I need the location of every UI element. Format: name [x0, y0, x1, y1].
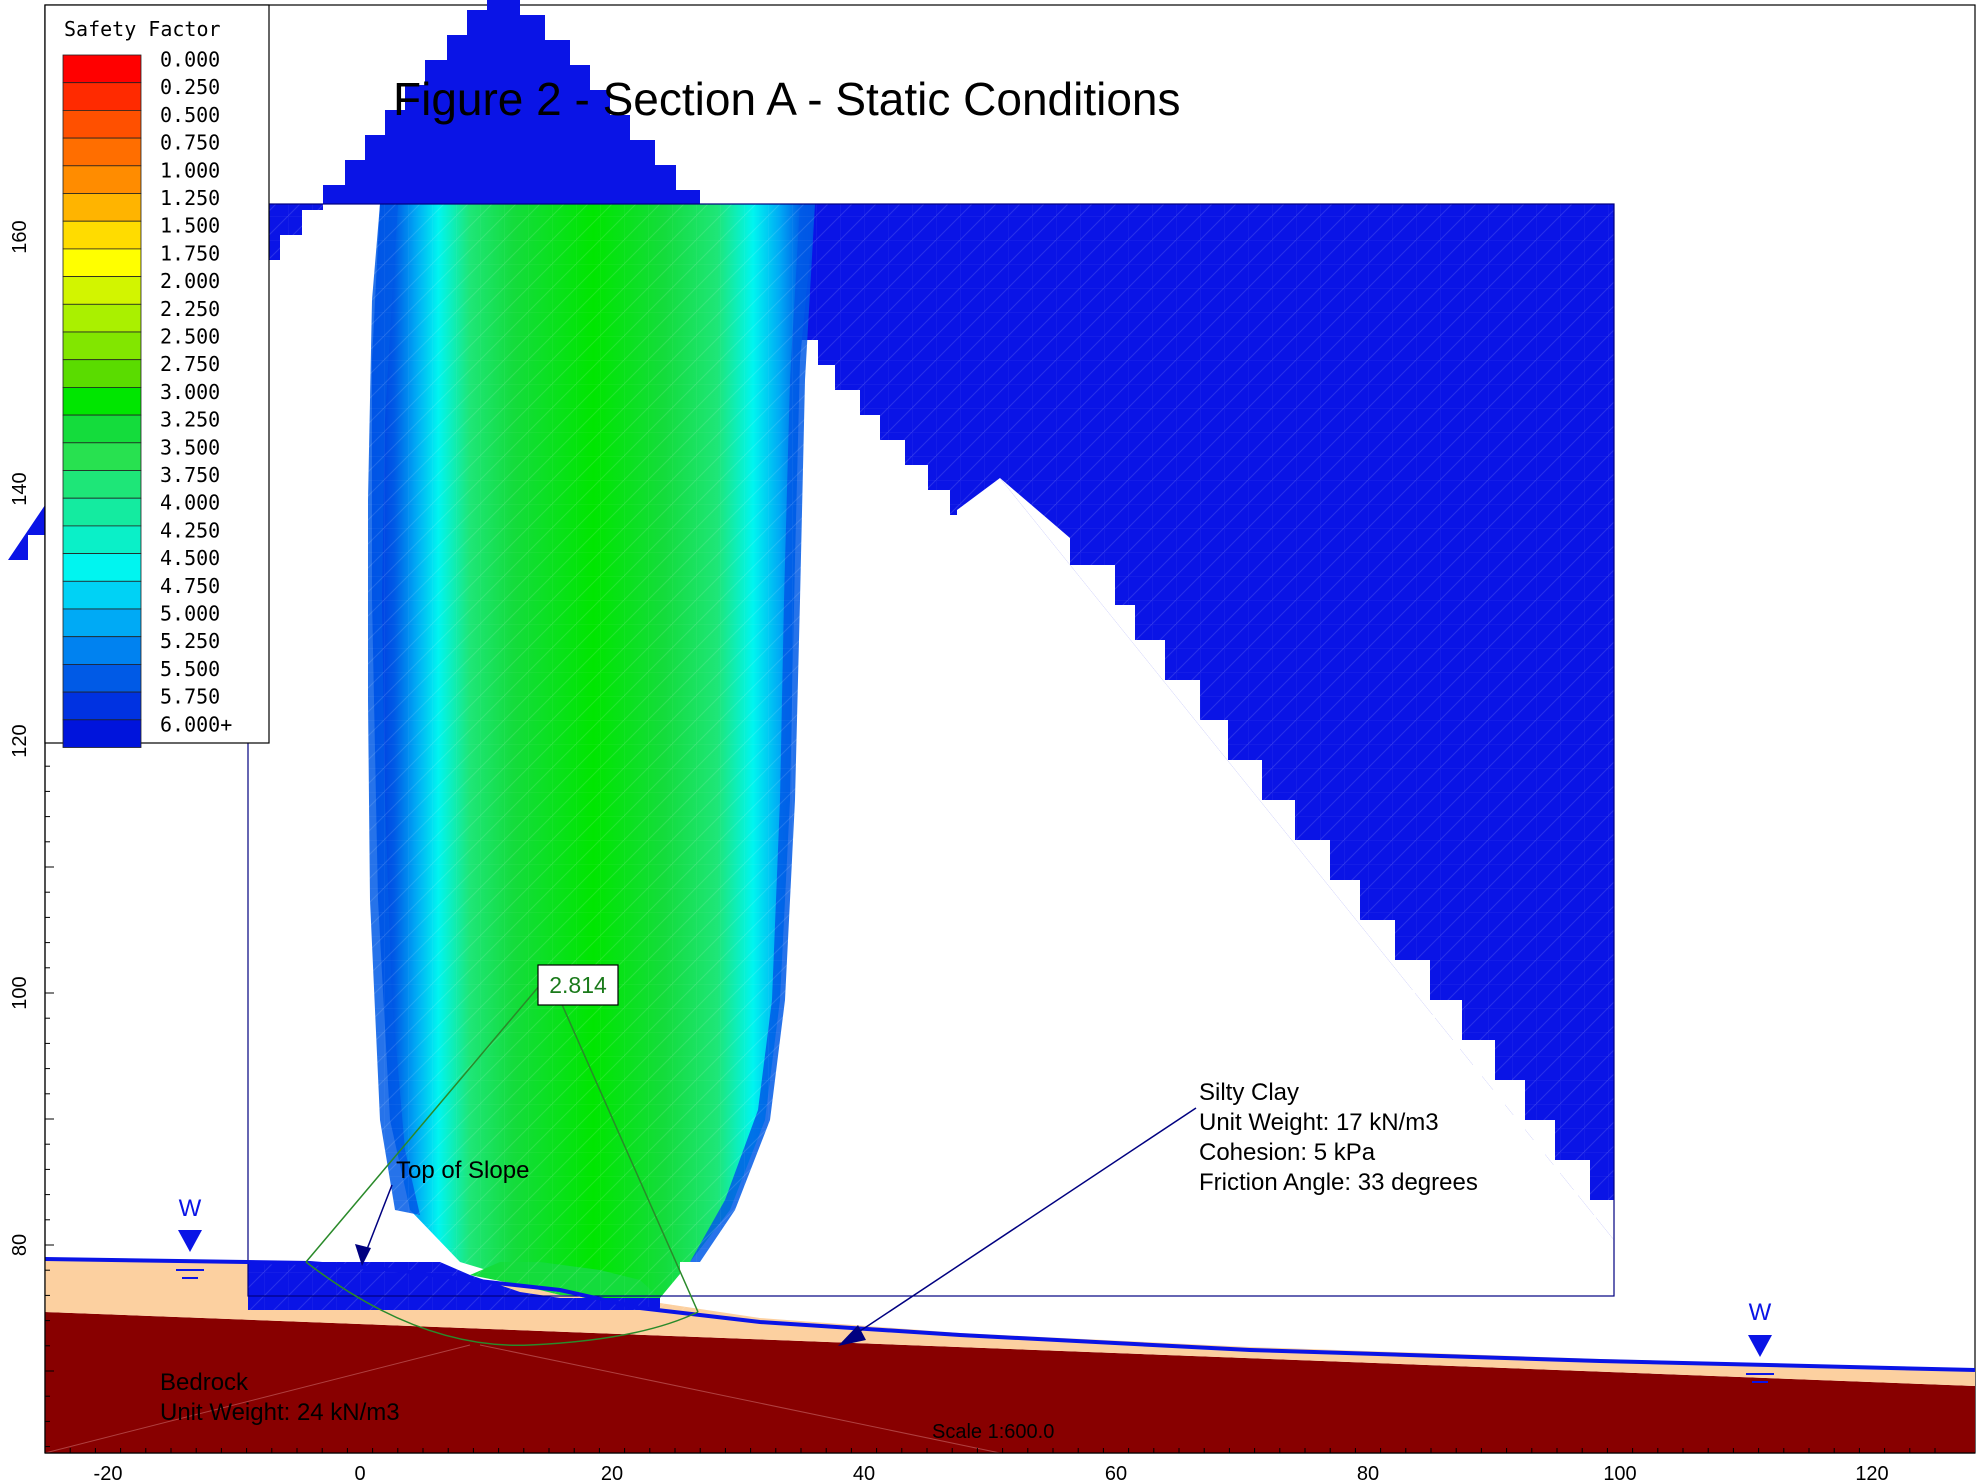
x-tick-label: 20: [601, 1463, 623, 1484]
legend-swatch: [62, 664, 142, 693]
legend-label: 1.750: [160, 241, 220, 265]
silty-clay-arrowhead: [838, 1325, 866, 1346]
safety-factor-legend: Safety Factor 0.000 0.250 0.500 0.750 1.000 1…: [44, 4, 270, 748]
white-below-triangle: [680, 1262, 1614, 1295]
bedrock-layer: [45, 1312, 1975, 1453]
legend-swatch: [62, 54, 142, 84]
slip-center-line-left: [305, 984, 541, 1263]
water-label-left: W: [179, 1195, 202, 1222]
water-marker-left-icon: [178, 1230, 202, 1252]
scale-label: Scale 1:600.0: [932, 1421, 1054, 1443]
legend-swatch: [62, 220, 142, 250]
legend-swatch: [62, 414, 142, 444]
top-of-slope-arrowhead: [355, 1244, 371, 1266]
legend-label: 3.000: [160, 380, 220, 404]
bedrock-guide-line: [44, 1344, 471, 1454]
legend-label: 4.750: [160, 574, 220, 598]
y-tick-label: 100: [9, 976, 31, 1009]
legend-label: 3.250: [160, 408, 220, 432]
x-tick-label: 0: [354, 1463, 365, 1484]
legend-label: 5.500: [160, 657, 220, 681]
legend-swatch: [62, 608, 142, 638]
water-table-line: [44, 1257, 1976, 1372]
x-tick-label: 60: [1105, 1463, 1127, 1484]
x-tick-label: 40: [853, 1463, 875, 1484]
legend-label: 3.500: [160, 435, 220, 459]
legend-label: 5.000: [160, 602, 220, 626]
legend-label: 0.500: [160, 103, 220, 127]
silty-clay-name: Silty Clay: [1199, 1079, 1299, 1106]
y-tick-label: 120: [9, 724, 31, 757]
y-tick-label: 80: [9, 1234, 31, 1256]
legend-swatch: [62, 82, 142, 111]
legend-label: 1.250: [160, 186, 220, 210]
legend-label: 2.000: [160, 269, 220, 293]
bedrock-name: Bedrock: [160, 1369, 249, 1396]
legend-label: 2.500: [160, 325, 220, 349]
legend-swatch: [62, 580, 142, 610]
silty-clay-friction-angle: Friction Angle: 33 degrees: [1199, 1169, 1478, 1196]
min-fs-value: 2.814: [549, 972, 607, 998]
legend-swatch: [62, 303, 142, 333]
legend-label: 0.250: [160, 75, 220, 99]
legend-swatch: [62, 137, 142, 167]
legend-swatch: [62, 248, 142, 277]
legend-label: 1.000: [160, 158, 220, 182]
legend-label: 4.250: [160, 518, 220, 542]
low-fs-plume: [372, 204, 815, 1298]
legend-swatch: [62, 497, 142, 527]
legend-swatch: [62, 470, 142, 499]
legend-swatch: [62, 442, 142, 471]
legend-swatch: [62, 331, 142, 361]
x-tick-label: -20: [94, 1463, 123, 1484]
legend-label: 2.250: [160, 297, 220, 321]
legend-label: 2.750: [160, 352, 220, 376]
legend-swatch: [62, 110, 142, 139]
x-tick-label: 80: [1357, 1463, 1379, 1484]
x-axis: -20 0 20 40 60 80 100 120: [44, 1448, 1975, 1484]
y-tick-label: 140: [9, 472, 31, 505]
top-of-slope-label: Top of Slope: [396, 1157, 529, 1184]
y-tick-label: 160: [9, 220, 31, 253]
grid-boundary: [247, 203, 1615, 1297]
legend-label: 4.500: [160, 546, 220, 570]
legend-swatch: [62, 691, 142, 721]
legend-label: 6.000+: [160, 712, 232, 736]
water-marker-right-icon: [1748, 1335, 1772, 1357]
legend-swatch: [62, 276, 142, 305]
silty-clay-unit-weight: Unit Weight: 17 kN/m3: [1199, 1109, 1439, 1136]
bedrock-guide-line-2: [479, 1344, 1001, 1454]
silty-clay-arrow: [841, 1107, 1197, 1344]
legend-label: 5.250: [160, 629, 220, 653]
legend-swatch: [62, 165, 142, 194]
slip-center-line-right: [559, 999, 699, 1313]
x-tick-label: 120: [1855, 1463, 1888, 1484]
bedrock-unit-weight: Unit Weight: 24 kN/m3: [160, 1399, 400, 1426]
legend-swatch: [62, 553, 142, 582]
legend-swatch: [62, 359, 142, 388]
slip-surface-arc: [305, 1261, 699, 1347]
x-tick-label: 100: [1603, 1463, 1636, 1484]
legend-swatch: [62, 636, 142, 665]
legend-swatch: [62, 525, 142, 555]
silty-clay-cohesion: Cohesion: 5 kPa: [1199, 1139, 1376, 1166]
legend-label: 1.500: [160, 214, 220, 238]
min-fs-box: [537, 964, 619, 1006]
figure-title: Figure 2 - Section A - Static Conditions: [393, 73, 1181, 125]
water-label-right: W: [1749, 1299, 1772, 1326]
legend-label: 0.000: [160, 48, 220, 72]
legend-label: 0.750: [160, 131, 220, 155]
legend-label: 3.750: [160, 463, 220, 487]
legend-title: Safety Factor: [64, 17, 221, 41]
legend-label: 4.000: [160, 491, 220, 515]
legend-label: 5.750: [160, 685, 220, 709]
legend-swatch: [62, 386, 142, 416]
legend-swatch: [62, 719, 142, 748]
legend-swatch: [62, 193, 142, 222]
